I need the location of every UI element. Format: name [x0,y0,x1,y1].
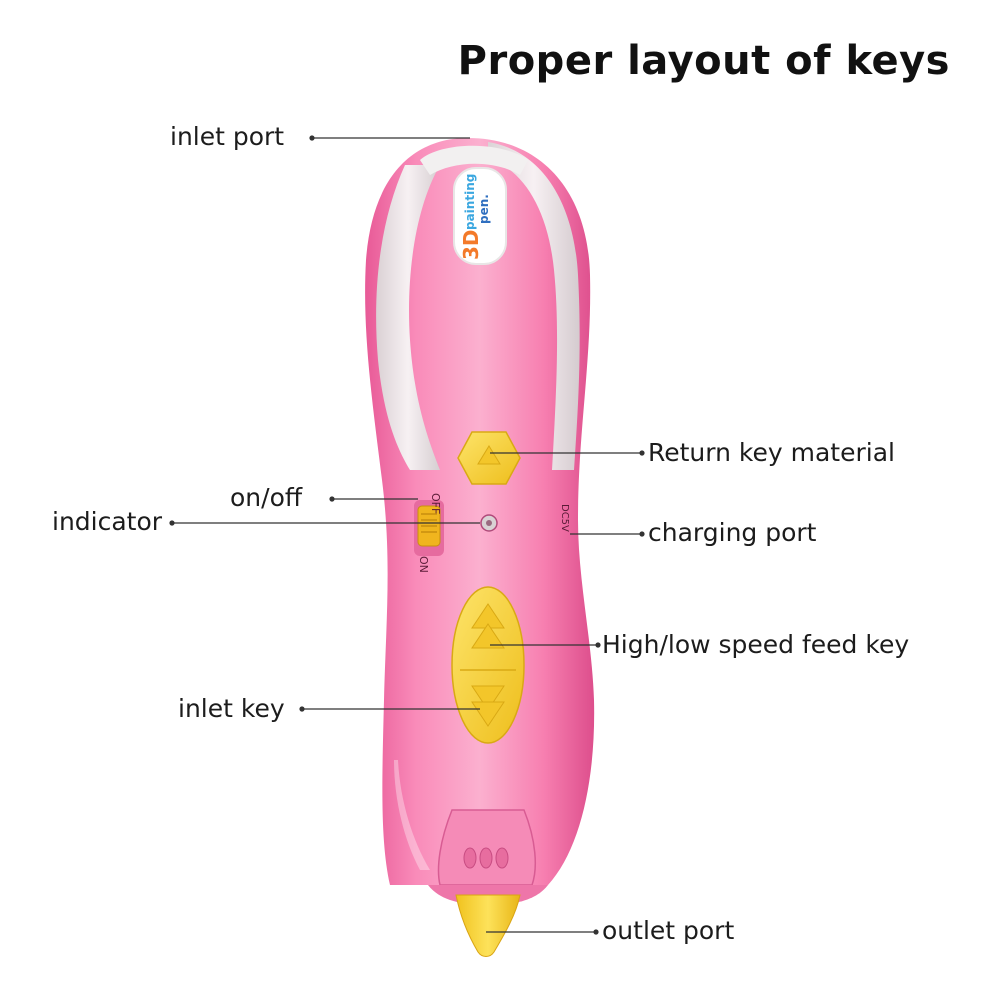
label-indicator: indicator [52,507,163,536]
speed-feed-key[interactable] [451,586,525,744]
label-return-key-material: Return key material [648,438,895,467]
switch-on-label: ON [417,556,430,573]
leader-outlet-port-dot [593,929,599,935]
tip-collar [437,809,537,886]
leader-charging-port-dot [639,531,645,537]
vent-holes-icon [463,847,509,869]
fast-feed-arrows-icon [471,603,505,649]
leader-lines [169,135,645,935]
slow-feed-arrows-icon [471,685,505,727]
logo-brand-word2: pen. [477,194,491,224]
leader-speed-key-dot [595,642,601,648]
body-highlight [394,760,430,870]
label-high-low-speed-feed-key: High/low speed feed key [602,630,910,659]
label-on-off: on/off [230,483,303,512]
switch-grip-icon [421,513,437,533]
charging-port-marking: DC5V [559,504,570,532]
leader-inlet-key-dot [299,706,305,712]
side-panel-left [376,165,440,470]
logo-badge [453,167,507,265]
leader-on-off-dot [329,496,335,502]
switch-off-label: OFF [429,493,442,514]
leader-indicator-dot [169,520,175,526]
label-inlet-port: inlet port [170,122,285,151]
pen-body [365,138,595,885]
logo-brand-main: 3D [459,229,483,260]
outlet-nozzle [455,894,521,957]
label-outlet-port: outlet port [602,916,735,945]
indicator-led-center [486,520,492,526]
label-inlet-key: inlet key [178,694,285,723]
return-key-arrow-icon [477,445,501,465]
leader-return-key-dot [639,450,645,456]
label-charging-port: charging port [648,518,817,547]
logo-text-group: 3D painting pen. [459,174,491,260]
leader-inlet-port-dot [309,135,315,141]
side-panel-right [488,142,580,470]
diagram-title: Proper layout of keys [457,38,950,84]
logo-brand-word1: painting [463,174,477,230]
top-cap [420,145,528,175]
